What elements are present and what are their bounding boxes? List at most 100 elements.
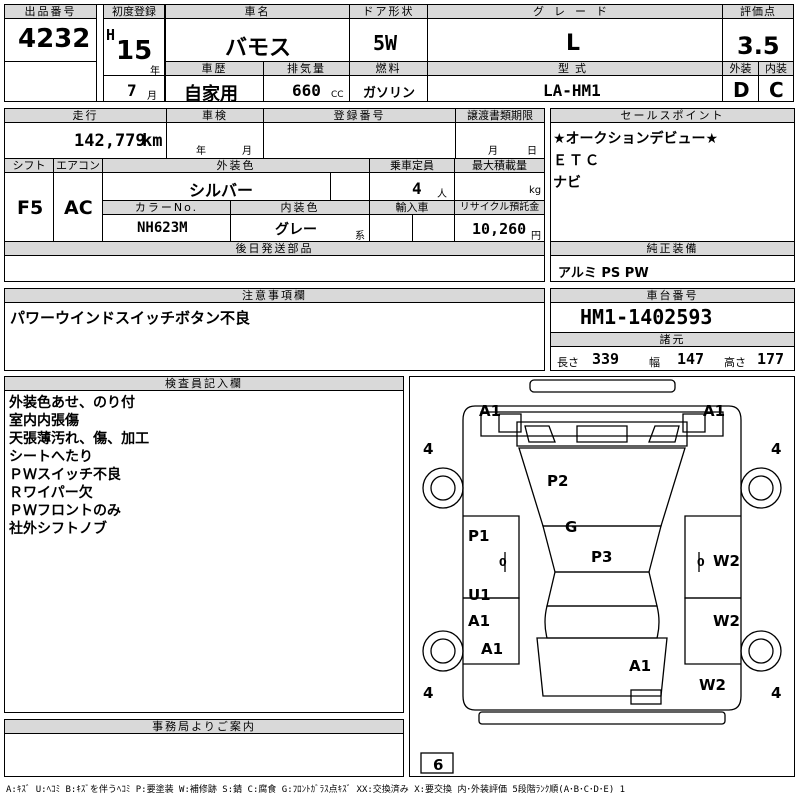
recycle-value: 10,260 bbox=[472, 220, 527, 238]
sales-section bbox=[550, 108, 795, 282]
mark-w2-upper: W2 bbox=[713, 552, 740, 570]
inspector-note: 外装色あせ、のり付 bbox=[9, 395, 135, 411]
inspection-month-unit: 月 bbox=[242, 146, 252, 157]
later-parts-label: 後日発送部品 bbox=[5, 242, 544, 256]
spare-tire: 6 bbox=[433, 756, 443, 774]
int-value: C bbox=[769, 78, 784, 102]
door-label: ドア形状 bbox=[350, 5, 427, 19]
door-tick-right: 0 bbox=[697, 556, 705, 569]
capacity-label: 乗車定員 bbox=[370, 159, 454, 173]
mark-p1: P1 bbox=[468, 527, 489, 545]
ext-label: 外装 bbox=[723, 62, 758, 76]
inspector-note: 室内内張傷 bbox=[9, 413, 79, 429]
inspection-label: 車検 bbox=[167, 109, 263, 123]
shift-label: シフト bbox=[5, 159, 53, 173]
ac-value: AC bbox=[64, 197, 93, 219]
recycle-label: リサイクル預託金 bbox=[455, 201, 544, 215]
top-section bbox=[4, 4, 794, 102]
mark-w2-mid: W2 bbox=[713, 612, 740, 630]
mark-g: G bbox=[565, 518, 577, 536]
width-value: 147 bbox=[677, 350, 705, 368]
grade-label: グレード bbox=[428, 5, 722, 19]
mark-a1-left-door: A1 bbox=[468, 612, 490, 630]
tire-front-left: 4 bbox=[423, 440, 433, 458]
chassis-value: HM1-1402593 bbox=[580, 305, 713, 329]
color-label: 外装色 bbox=[103, 159, 369, 173]
score-value: 3.5 bbox=[737, 32, 780, 60]
import-label: 輸入車 bbox=[370, 201, 454, 215]
displacement-label: 排気量 bbox=[264, 62, 349, 76]
history-value: 自家用 bbox=[184, 84, 238, 105]
reg-box bbox=[103, 4, 165, 102]
car-diagram-frame bbox=[409, 376, 795, 777]
mark-p3: P3 bbox=[591, 548, 612, 566]
legend: A:ｷｽﾞ U:ﾍｺﾐ B:ｷｽﾞを伴うﾍｺﾐ P:要塗装 W:補修跡 S:錆 … bbox=[6, 785, 626, 795]
dims-label: 諸元 bbox=[551, 333, 794, 347]
equipment-value: アルミ PS PW bbox=[558, 266, 649, 281]
equipment-label: 純正装備 bbox=[551, 242, 794, 256]
spec-section bbox=[4, 108, 545, 282]
tire-front-right: 4 bbox=[771, 440, 781, 458]
length-value: 339 bbox=[592, 350, 620, 368]
colorno-label: カラーNo. bbox=[103, 201, 230, 215]
reg-year: 15 bbox=[116, 36, 153, 66]
reg-era: H bbox=[106, 26, 116, 44]
height-label: 高さ bbox=[724, 356, 746, 369]
office-label: 事務局よりご案内 bbox=[5, 720, 403, 734]
intcolor-suffix: 系 bbox=[355, 231, 365, 242]
type-label: 型式 bbox=[428, 62, 722, 76]
door-tick-left: 0 bbox=[499, 556, 507, 569]
mark-a1-front-right: A1 bbox=[703, 402, 725, 420]
inspector-notes: 外装色あせ、のり付 室内内張傷 天張薄汚れ、傷、加工 シートへたり ＰＷスイッチ… bbox=[9, 394, 149, 538]
inspector-note: ＰＷフロントのみ bbox=[9, 503, 121, 519]
regno-label: 登録番号 bbox=[264, 109, 455, 123]
caution-label: 注意事項欄 bbox=[5, 289, 544, 303]
displacement-unit: CC bbox=[331, 90, 344, 100]
reg-month: 7 bbox=[127, 81, 137, 100]
chassis-section bbox=[550, 288, 795, 371]
type-value: LA-HM1 bbox=[543, 81, 601, 100]
intcolor-label: 内装色 bbox=[231, 201, 369, 215]
reg-label: 初度登録 bbox=[104, 5, 164, 19]
model-value: バモス bbox=[225, 36, 292, 61]
mark-p2: P2 bbox=[547, 472, 568, 490]
ext-value: D bbox=[733, 78, 750, 102]
tire-rear-left: 4 bbox=[423, 684, 433, 702]
chassis-label: 車台番号 bbox=[551, 289, 794, 303]
mileage-label: 走行 bbox=[5, 109, 166, 123]
caution-value: パワーウインドスイッチボタン不良 bbox=[10, 309, 251, 327]
int-label: 内装 bbox=[759, 62, 793, 76]
color-value: シルバー bbox=[189, 181, 254, 200]
transfer-label: 譲渡書類期限 bbox=[456, 109, 544, 123]
transfer-day-unit: 日 bbox=[527, 146, 537, 157]
sales-point-1: ★オークションデビュー★ bbox=[553, 131, 719, 147]
fuel-value: ガソリン bbox=[363, 86, 416, 101]
sales-point-2: ＥＴＣ bbox=[553, 153, 601, 169]
inspector-note: シートへたり bbox=[9, 449, 93, 465]
inspector-label: 検査員記入欄 bbox=[5, 377, 403, 391]
model-label: 車名 bbox=[166, 5, 349, 19]
inspector-note: Ｒワイパー欠 bbox=[9, 485, 93, 501]
length-label: 長さ bbox=[557, 356, 579, 369]
inspector-note: 社外シフトノブ bbox=[9, 521, 107, 537]
capacity-value: 4 bbox=[412, 179, 422, 198]
load-unit: kg bbox=[529, 185, 542, 196]
intcolor-value: グレー bbox=[275, 222, 317, 238]
height-value: 177 bbox=[757, 350, 785, 368]
inspector-section bbox=[4, 376, 404, 713]
recycle-unit: 円 bbox=[531, 231, 541, 242]
displacement-value: 660 bbox=[292, 81, 321, 100]
tire-rear-right: 4 bbox=[771, 684, 781, 702]
mileage-value: 142,779 bbox=[74, 131, 146, 151]
inspection-year-unit: 年 bbox=[196, 146, 206, 157]
mark-a1-front-left: A1 bbox=[479, 402, 501, 420]
score-label: 評価点 bbox=[723, 5, 793, 19]
lot-label: 出品番号 bbox=[5, 5, 96, 19]
sales-label: セールスポイント bbox=[551, 109, 794, 123]
office-section bbox=[4, 719, 404, 777]
transfer-month-unit: 月 bbox=[488, 146, 498, 157]
car-diagram: A1 A1 P2 G P1 P3 W2 U1 A1 W2 A1 A1 W2 4 … bbox=[420, 379, 782, 774]
width-label: 幅 bbox=[649, 356, 660, 369]
shift-value: F5 bbox=[17, 197, 44, 219]
grade-value: L bbox=[566, 31, 581, 56]
